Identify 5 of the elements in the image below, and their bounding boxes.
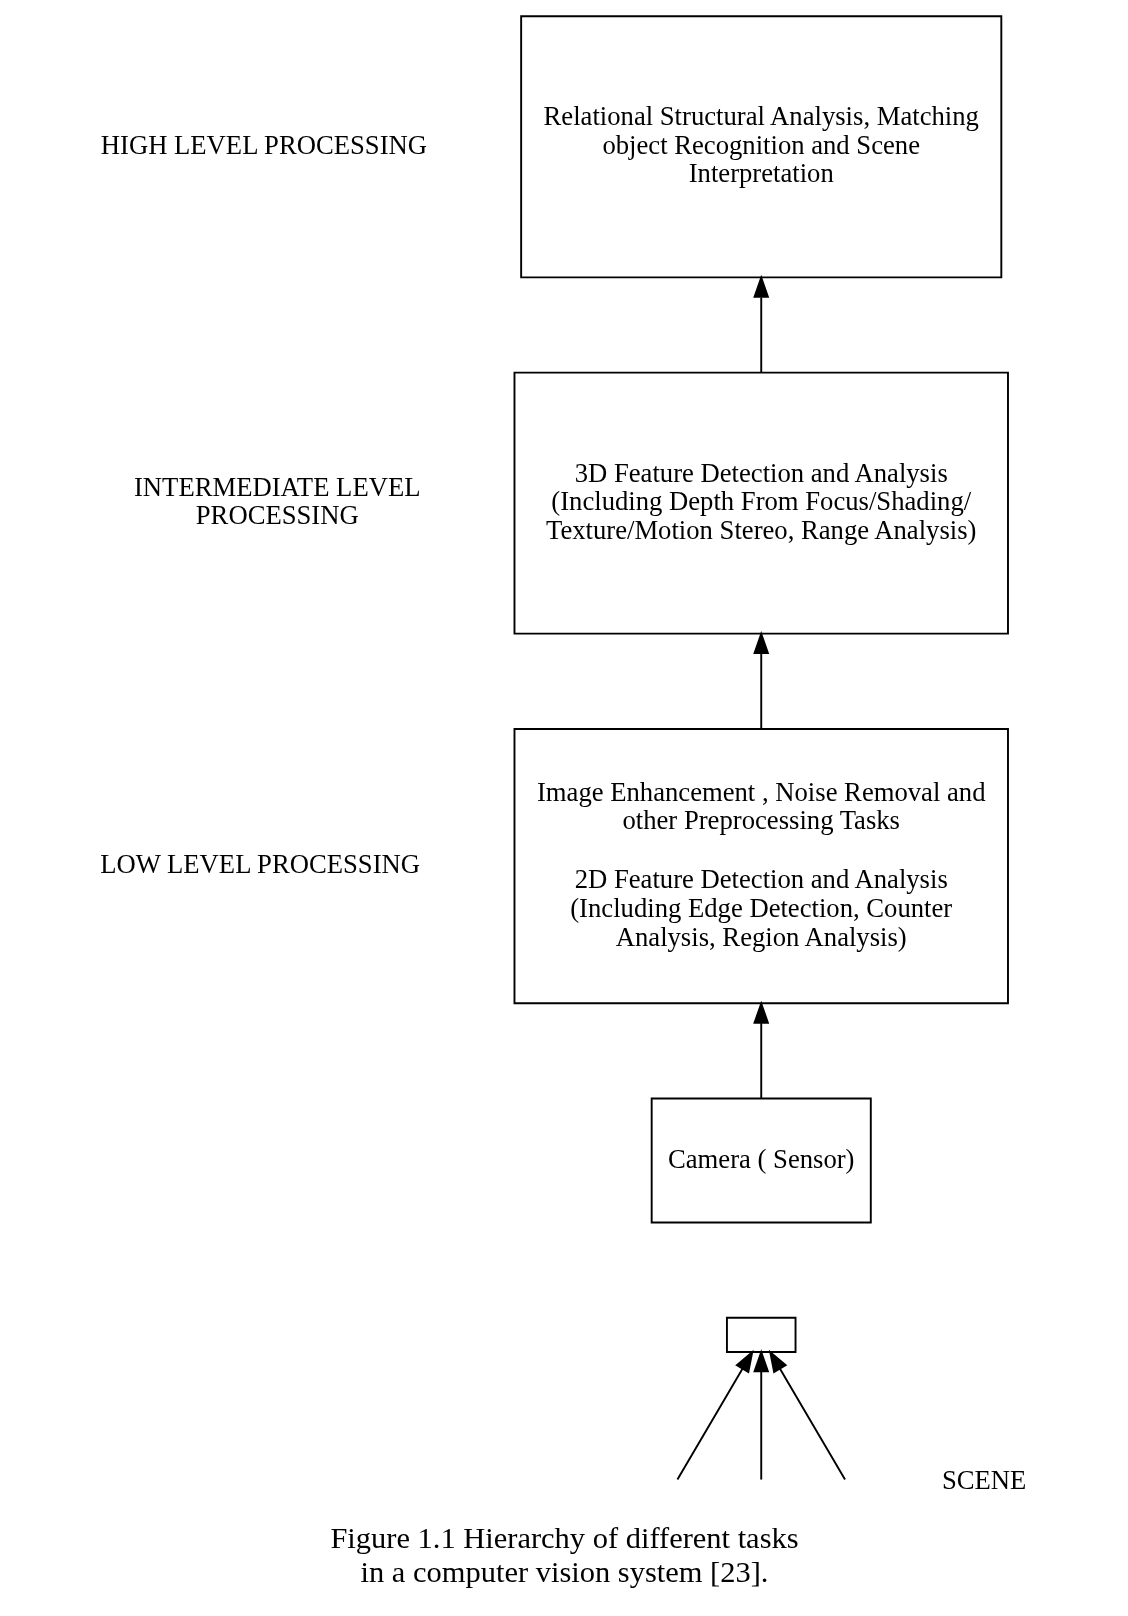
label: SCENE [941,1464,1026,1495]
label: HIGH LEVEL PROCESSING [100,129,427,160]
label: LOW LEVEL PROCESSING [99,849,420,880]
label: INTERMEDIATE LEVEL PROCESSING [133,471,421,531]
caption: Figure 1.1 Hierarchy of different tasks in a computer vision system [23]. [329,1520,799,1590]
